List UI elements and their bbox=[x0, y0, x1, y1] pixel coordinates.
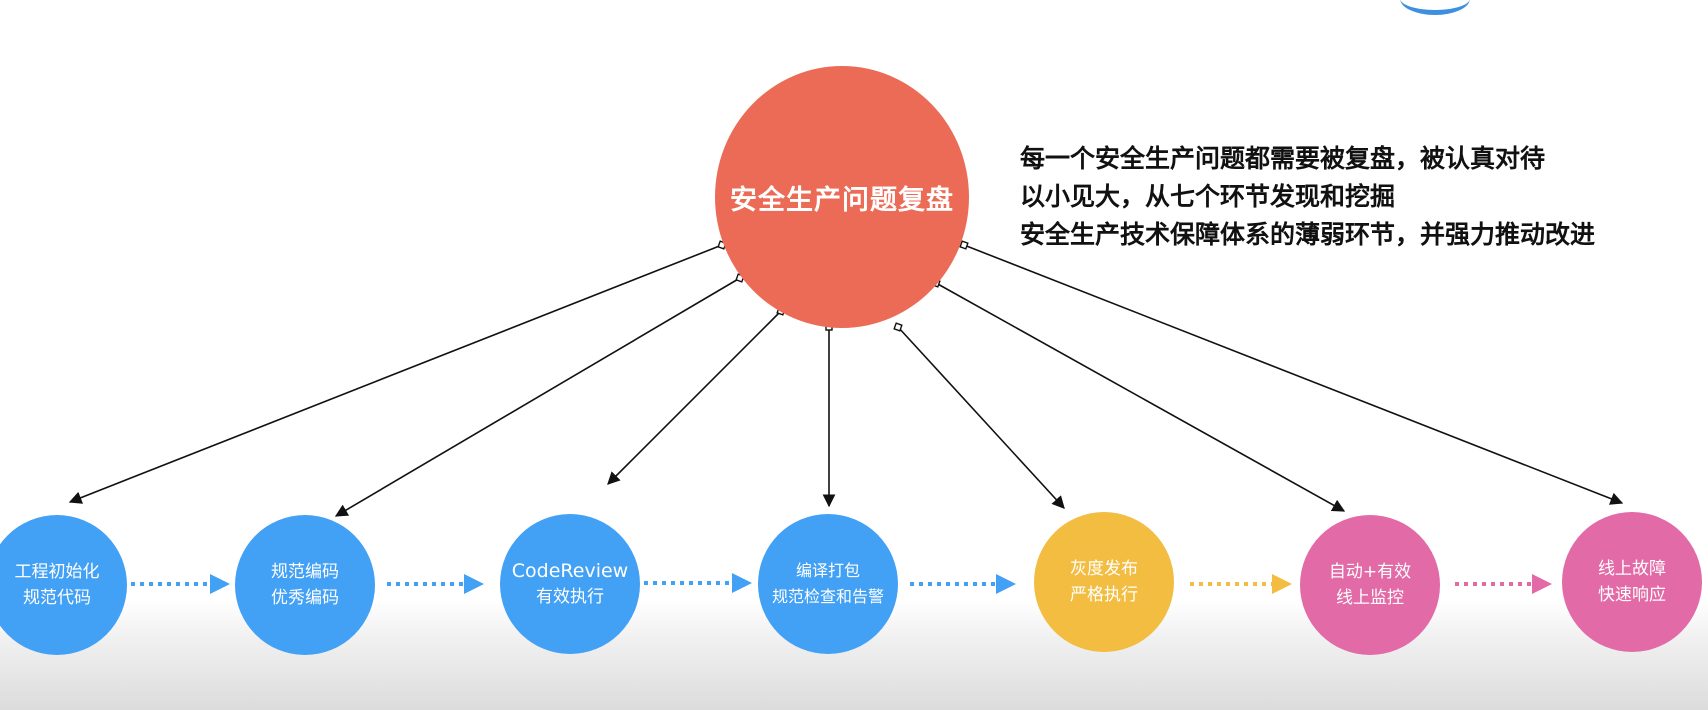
hub-node: 安全生产问题复盘 bbox=[715, 66, 969, 328]
stage-5-line-1: 灰度发布 bbox=[1070, 559, 1138, 579]
stage-6-line-1: 自动+有效 bbox=[1328, 562, 1412, 582]
stage-node-1: 工程初始化 规范代码 bbox=[0, 515, 127, 655]
spoke-1 bbox=[68, 244, 723, 504]
summary-line-3: 安全生产技术保障体系的薄弱环节，并强力推动改进 bbox=[1020, 220, 1596, 249]
spoke-6 bbox=[935, 282, 1346, 512]
stage-3-line-2: 有效执行 bbox=[536, 587, 604, 607]
stage-1-line-2: 规范代码 bbox=[23, 588, 91, 608]
logo-fragment bbox=[1400, 0, 1470, 15]
stage-node-7: 线上故障 快速响应 bbox=[1562, 512, 1702, 652]
stage-5-line-2: 严格执行 bbox=[1070, 585, 1138, 605]
hub-label: 安全生产问题复盘 bbox=[730, 184, 954, 216]
hub-spokes bbox=[68, 244, 1624, 517]
stage-3-line-1: CodeReview bbox=[511, 560, 629, 582]
stage-node-3: CodeReview 有效执行 bbox=[500, 514, 640, 654]
stage-6-line-2: 线上监控 bbox=[1336, 588, 1404, 608]
stage-2-line-2: 优秀编码 bbox=[271, 588, 339, 608]
spoke-5 bbox=[897, 326, 1065, 509]
spoke-7 bbox=[963, 244, 1624, 505]
stage-1-line-1: 工程初始化 bbox=[14, 562, 100, 582]
flow-arrows bbox=[131, 573, 1552, 594]
stage-4-line-2: 规范检查和告警 bbox=[771, 587, 884, 606]
summary-line-2: 以小见大，从七个环节发现和挖掘 bbox=[1020, 182, 1396, 211]
stage-node-2: 规范编码 优秀编码 bbox=[235, 515, 375, 655]
spoke-3 bbox=[607, 310, 782, 485]
stage-2-line-1: 规范编码 bbox=[271, 562, 339, 582]
spoke-2 bbox=[334, 277, 741, 517]
stage-7-line-2: 快速响应 bbox=[1598, 585, 1666, 605]
stage-node-6: 自动+有效 线上监控 bbox=[1300, 515, 1440, 655]
stage-7-line-1: 线上故障 bbox=[1598, 559, 1666, 579]
stage-4-line-1: 编译打包 bbox=[795, 561, 860, 580]
stage-node-4: 编译打包 规范检查和告警 bbox=[758, 514, 898, 654]
summary-line-1: 每一个安全生产问题都需要被复盘，被认真对待 bbox=[1020, 144, 1546, 173]
summary-note: 每一个安全生产问题都需要被复盘，被认真对待 以小见大，从七个环节发现和挖掘 安全… bbox=[1020, 140, 1700, 254]
stage-node-5: 灰度发布 严格执行 bbox=[1034, 512, 1174, 652]
